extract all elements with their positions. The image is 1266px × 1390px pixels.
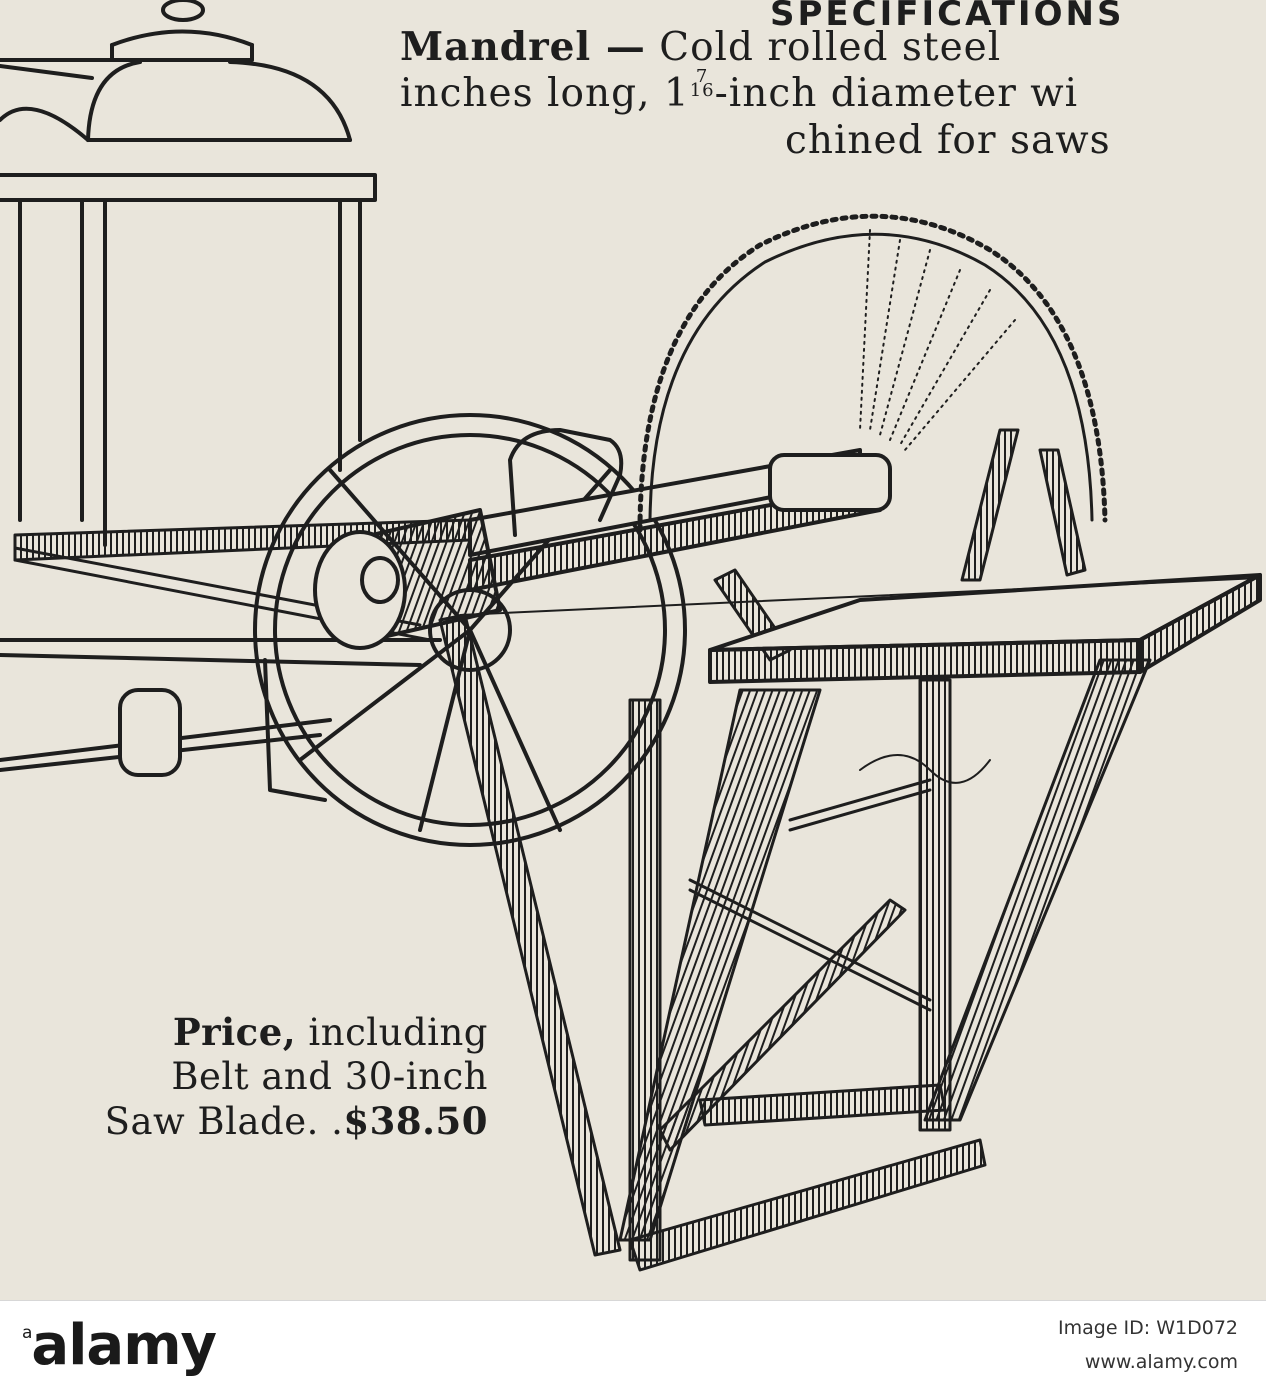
price-line-3: Saw Blade. .$38.50 [0, 1099, 488, 1144]
spec-diameter-prefix: inches long, 1 [400, 71, 690, 116]
handle [508, 428, 624, 537]
alamy-logo-tag: a [22, 1323, 32, 1343]
table-frame [438, 613, 1152, 1272]
stock-footer: aalamy Image ID: W1D072 www.alamy.com [0, 1300, 1266, 1390]
image-id-label: Image ID: W1D072 [1058, 1317, 1238, 1339]
belt-pulley [313, 508, 502, 650]
saw-blade [637, 213, 1108, 533]
spec-line-mandrel: Mandrel — Cold rolled steel [400, 24, 1001, 70]
spec-line-saws: chined for saws [785, 118, 1111, 163]
saw-rig-illustration [0, 0, 1262, 1272]
engine-frame [0, 638, 442, 802]
alamy-logo-text: alamy [31, 1313, 217, 1378]
spec-fraction-num: 7 [695, 66, 709, 87]
price-block: Price, including Belt and 30-inch Saw Bl… [0, 1010, 488, 1144]
spec-diameter-suffix: -inch diameter wi [714, 71, 1079, 116]
alamy-logo: aalamy [22, 1313, 217, 1378]
spec-mandrel-label: Mandrel — [400, 24, 646, 70]
price-line-2: Belt and 30-inch [171, 1055, 488, 1098]
price-line-1: Price, including [0, 1010, 488, 1055]
spec-fraction-den: 16 [689, 80, 715, 101]
price-label: Price, [172, 1010, 297, 1054]
specifications-heading: SPECIFICATIONS [770, 0, 1125, 34]
price-line-1-rest: including [308, 1011, 488, 1054]
price-line-3-text: Saw Blade. . [104, 1100, 344, 1143]
engine-housing [0, 0, 377, 547]
image-url-label: www.alamy.com [1084, 1351, 1238, 1373]
saw-guides [713, 428, 1087, 662]
price-amount: $38.50 [343, 1099, 488, 1143]
mandrel-shaft [468, 448, 892, 592]
spec-mandrel-text: Cold rolled steel [659, 25, 1002, 70]
